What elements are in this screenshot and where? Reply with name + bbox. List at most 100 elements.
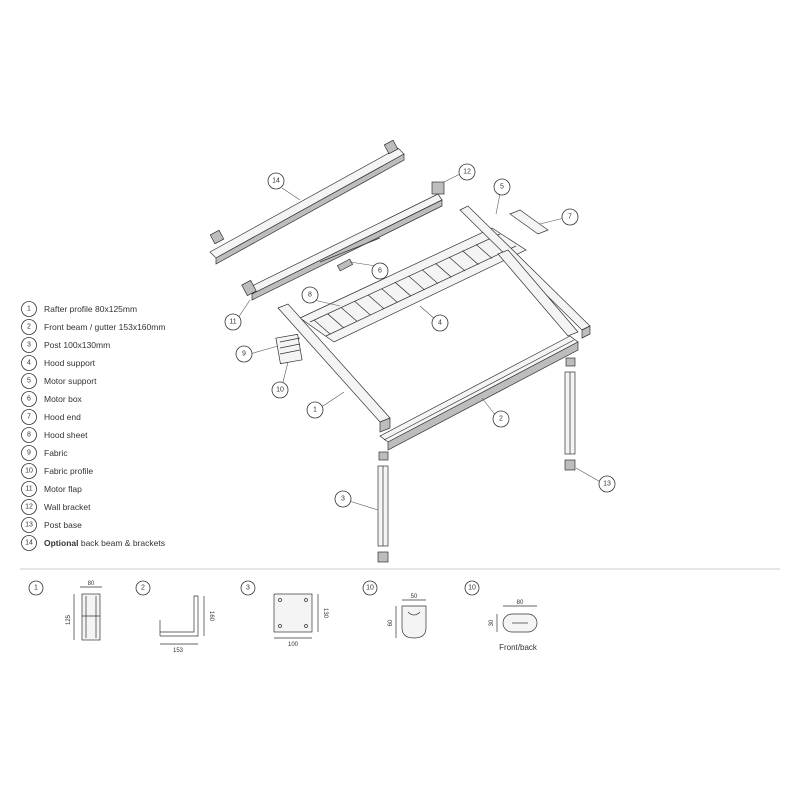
svg-text:130: 130 — [322, 608, 328, 619]
svg-text:60: 60 — [388, 619, 394, 626]
fabric-roll — [275, 333, 303, 365]
legend-item-6: 6 Motor box — [21, 391, 83, 407]
svg-text:Post base: Post base — [44, 520, 82, 530]
svg-text:11: 11 — [229, 319, 236, 326]
hood-support — [299, 227, 527, 343]
svg-text:1: 1 — [27, 306, 31, 313]
callout-11: 11 — [224, 313, 242, 331]
section-fabric-profile: 10 50 60 — [362, 580, 427, 639]
svg-text:160: 160 — [208, 611, 214, 622]
legend-item-10: 10 Fabric profile — [21, 463, 93, 479]
svg-text:5: 5 — [27, 378, 31, 385]
svg-text:6: 6 — [27, 396, 31, 403]
callout-3: 3 — [334, 490, 352, 508]
svg-text:3: 3 — [246, 585, 250, 592]
svg-text:1: 1 — [313, 407, 317, 414]
svg-text:12: 12 — [463, 169, 471, 176]
callout-9: 9 — [235, 345, 253, 363]
svg-text:Wall bracket: Wall bracket — [44, 502, 91, 512]
section-fabric-profile-front-back: 10 80 30 Front/back — [464, 580, 538, 652]
legend-item-9: 9 Fabric — [21, 445, 68, 461]
svg-text:12: 12 — [25, 504, 33, 511]
svg-text:30: 30 — [489, 619, 495, 626]
section-front-beam: 2 160 153 — [135, 580, 214, 654]
svg-text:4: 4 — [438, 320, 442, 327]
svg-text:Hood sheet: Hood sheet — [44, 430, 88, 440]
svg-text:Motor box: Motor box — [44, 394, 83, 404]
section-rafter-profile: 1 80 125 — [28, 580, 102, 641]
svg-text:8: 8 — [308, 292, 312, 299]
callout-8: 8 — [301, 286, 319, 304]
svg-text:2: 2 — [141, 585, 145, 592]
svg-text:10: 10 — [366, 585, 374, 592]
svg-text:Hood support: Hood support — [44, 358, 96, 368]
legend-item-7: 7 Hood end — [21, 409, 81, 425]
motor-box — [336, 258, 354, 272]
legend-item-3: 3 Post 100x130mm — [21, 337, 110, 353]
callout-4: 4 — [431, 314, 449, 332]
svg-text:10: 10 — [25, 468, 33, 475]
svg-text:Front beam / gutter 153x160mm: Front beam / gutter 153x160mm — [44, 322, 165, 332]
svg-text:2: 2 — [27, 324, 31, 331]
legend-item-8: 8 Hood sheet — [21, 427, 88, 443]
svg-text:1: 1 — [34, 585, 38, 592]
svg-text:11: 11 — [25, 486, 32, 493]
svg-text:125: 125 — [66, 614, 72, 625]
svg-text:10: 10 — [468, 585, 476, 592]
svg-text:8: 8 — [27, 432, 31, 439]
svg-text:2: 2 — [499, 416, 503, 423]
svg-text:153: 153 — [173, 648, 184, 654]
post-left — [377, 451, 389, 563]
svg-text:13: 13 — [25, 522, 33, 529]
legend-item-11: 11 Motor flap — [21, 481, 82, 497]
svg-text:9: 9 — [242, 351, 246, 358]
svg-text:Post 100x130mm: Post 100x130mm — [44, 340, 110, 350]
callout-12: 12 — [458, 163, 476, 181]
svg-text:10: 10 — [276, 387, 284, 394]
svg-text:Motor support: Motor support — [44, 376, 97, 386]
rafter-right — [497, 249, 579, 337]
svg-text:100: 100 — [288, 642, 299, 648]
callout-2: 2 — [492, 410, 510, 428]
svg-text:Optional back beam & brackets: Optional back beam & brackets — [44, 538, 165, 548]
svg-text:Fabric profile: Fabric profile — [44, 466, 93, 476]
legend: 1 Rafter profile 80x125mm 2 Front beam / gu… — [21, 301, 165, 551]
svg-text:9: 9 — [27, 450, 31, 457]
callout-6: 6 — [371, 262, 389, 280]
callout-7: 7 — [561, 208, 579, 226]
legend-item-1: 1 Rafter profile 80x125mm — [21, 301, 137, 317]
svg-text:14: 14 — [25, 540, 33, 547]
post-right — [564, 357, 576, 471]
svg-text:5: 5 — [500, 184, 504, 191]
front-beam — [379, 335, 579, 451]
callout-10: 10 — [271, 381, 289, 399]
svg-text:Motor flap: Motor flap — [44, 484, 82, 494]
svg-text:3: 3 — [341, 496, 345, 503]
callout-1: 1 — [306, 401, 324, 419]
svg-text:4: 4 — [27, 360, 31, 367]
svg-text:Fabric: Fabric — [44, 448, 68, 458]
section-post: 3 130 100 — [240, 580, 328, 648]
callout-5: 5 — [493, 178, 511, 196]
wall-bracket-rail — [241, 181, 445, 301]
svg-text:80: 80 — [517, 600, 524, 606]
callout-14: 14 — [267, 172, 285, 190]
legend-item-2: 2 Front beam / gutter 153x160mm — [21, 319, 165, 335]
legend-item-13: 13 Post base — [21, 517, 82, 533]
svg-text:Hood end: Hood end — [44, 412, 81, 422]
svg-text:Rafter profile 80x125mm: Rafter profile 80x125mm — [44, 304, 137, 314]
legend-item-14: 14 Optional back beam & brackets — [21, 535, 165, 551]
front-back-caption: Front/back — [499, 643, 538, 652]
svg-text:14: 14 — [272, 178, 280, 185]
rafter-left — [277, 303, 391, 433]
legend-item-4: 4 Hood support — [21, 355, 96, 371]
svg-text:3: 3 — [27, 342, 31, 349]
legend-item-5: 5 Motor support — [21, 373, 97, 389]
svg-text:13: 13 — [603, 481, 611, 488]
svg-text:7: 7 — [27, 414, 31, 421]
svg-text:80: 80 — [88, 581, 95, 587]
svg-text:50: 50 — [411, 594, 418, 600]
legend-item-12: 12 Wall bracket — [21, 499, 91, 515]
back-beam — [209, 139, 405, 265]
